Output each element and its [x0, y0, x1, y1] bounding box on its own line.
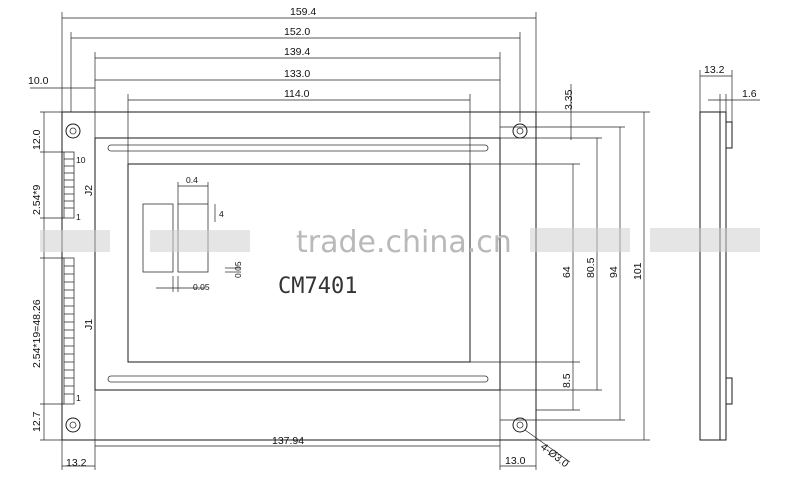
- side-pcb: [719, 111, 727, 441]
- label-j2: J2: [83, 185, 95, 196]
- top-dimensions: [30, 12, 537, 164]
- hole-bottom-left: [65, 417, 81, 433]
- blurred-band: [40, 228, 760, 252]
- dim-top-margin: 12.0: [31, 129, 43, 150]
- hole-top-left: [65, 123, 81, 139]
- dim-bezel-height: 94: [608, 266, 620, 278]
- dim-side-depth: 13.2: [704, 64, 725, 76]
- watermark: trade.china.cn: [296, 225, 512, 260]
- dim-bottom-gap: 8.5: [561, 373, 573, 388]
- dim-overall-height: 101: [632, 262, 644, 280]
- pin-1-j1: 1: [76, 393, 81, 403]
- dim-active-width: 114.0: [284, 88, 310, 100]
- dim-view-height: 80.5: [585, 257, 597, 278]
- bezel-outline: [94, 137, 501, 391]
- dim-bottom-right: 13.0: [505, 455, 526, 467]
- dim-top-offset: 3.35: [563, 89, 575, 110]
- dim-dot-gap-h: 0.05: [193, 282, 210, 292]
- hole-bottom-right: [512, 417, 528, 433]
- connector-j2-pins: [63, 151, 75, 219]
- bottom-strip: [107, 375, 489, 383]
- dim-bezel-width: 139.4: [284, 46, 310, 58]
- left-dimensions: [40, 111, 64, 441]
- dim-bottom-margin: 12.7: [31, 411, 43, 432]
- side-view: [699, 70, 760, 441]
- dim-side-pcb: 1.6: [742, 88, 757, 100]
- dim-bottom-left: 13.2: [66, 457, 87, 469]
- right-dimensions: [470, 84, 650, 441]
- label-j1: J1: [83, 319, 95, 330]
- pin-1-j2: 1: [76, 212, 81, 222]
- dim-view-width: 133.0: [284, 68, 310, 80]
- dim-pcb-width: 152.0: [284, 26, 310, 38]
- model-label: CM7401: [278, 274, 357, 299]
- hole-top-right: [512, 123, 528, 139]
- dim-overall-width: 159.4: [290, 6, 316, 18]
- dim-dot-h: 4: [219, 209, 224, 219]
- pcb-outline: [61, 111, 537, 441]
- dim-dot-gap-v: 0.05: [233, 261, 243, 278]
- dim-bottom-width: 137.94: [272, 435, 304, 447]
- dim-left-margin: 10.0: [28, 75, 49, 87]
- labels: 159.4 152.0 139.4 133.0 114.0 10.0 3.35 …: [28, 6, 757, 470]
- dim-pitch-j1: 2.54*19=48.26: [31, 299, 43, 368]
- connector-j1-pins: [63, 257, 75, 405]
- pin-10: 10: [76, 155, 86, 165]
- dim-hole: 4-Ø3.0: [538, 441, 571, 470]
- dim-pitch-j2: 2.54*9: [31, 184, 43, 215]
- top-strip: [107, 144, 489, 152]
- mounting-holes: [65, 123, 528, 433]
- side-panel: [699, 111, 721, 441]
- viewing-area: [127, 163, 471, 363]
- bottom-dimensions: [61, 390, 571, 470]
- dim-active-height: 64: [561, 266, 573, 278]
- dim-dot-w: 0.4: [186, 175, 198, 185]
